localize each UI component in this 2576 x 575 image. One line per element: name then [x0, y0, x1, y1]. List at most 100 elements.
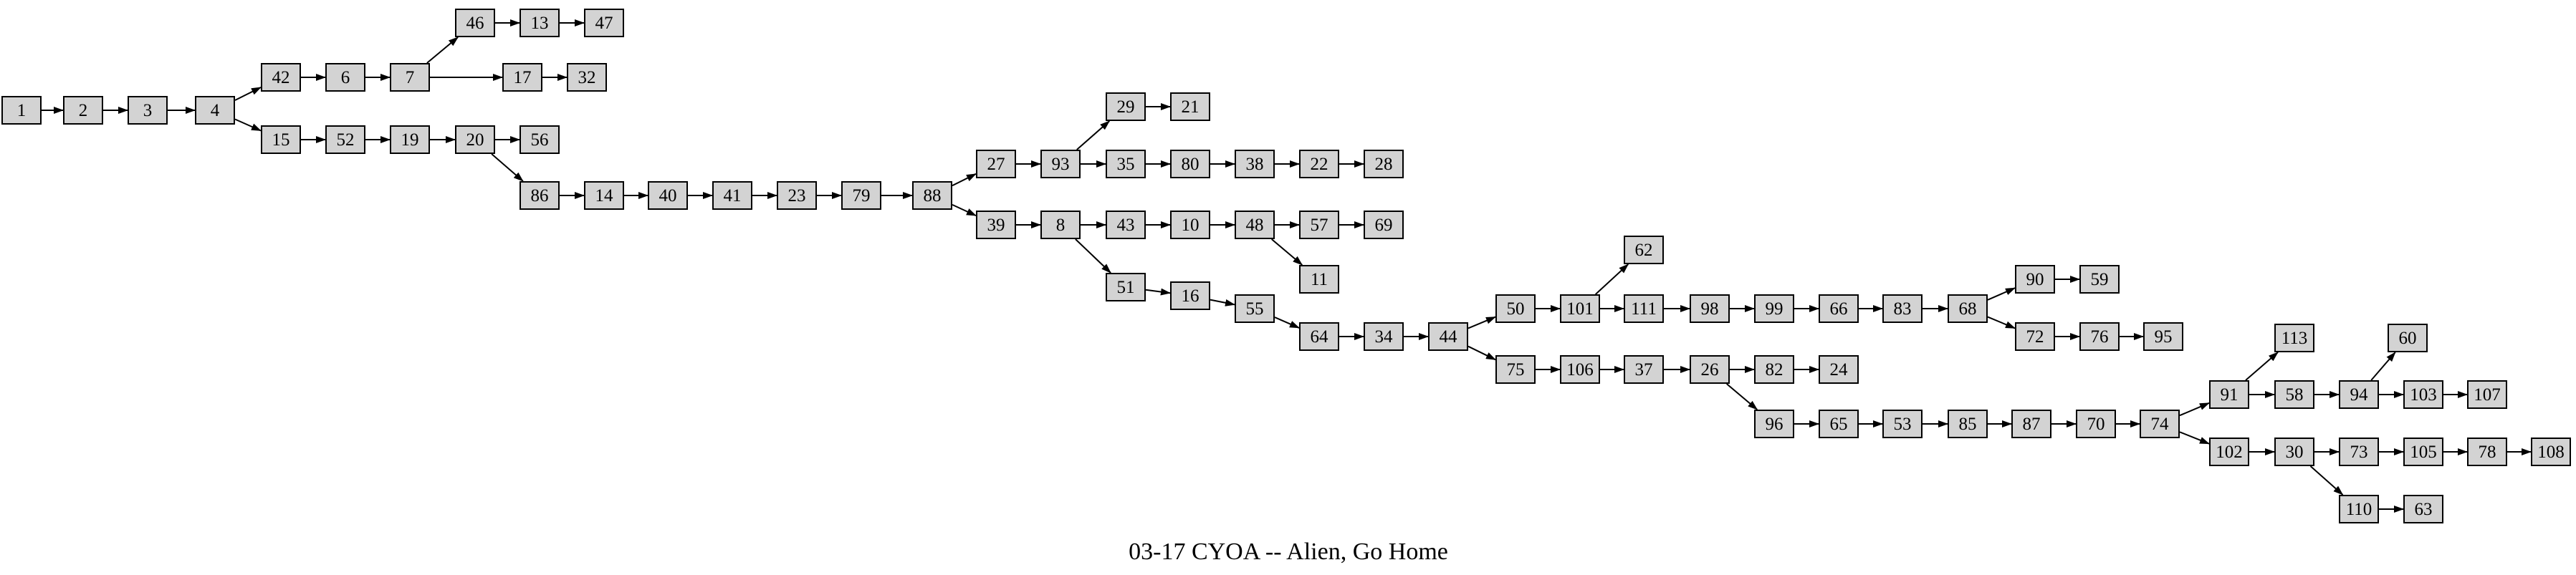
node-23: 23: [777, 181, 817, 210]
node-35: 35: [1106, 150, 1146, 178]
node-30: 30: [2274, 438, 2314, 466]
node-88: 88: [912, 181, 952, 210]
node-6: 6: [325, 63, 365, 92]
node-13: 13: [519, 9, 560, 37]
edge-48-11: [1271, 238, 1303, 266]
edge-55-64: [1274, 317, 1300, 329]
node-39: 39: [976, 211, 1016, 239]
edge-74-102: [2179, 431, 2210, 445]
node-94: 94: [2339, 380, 2379, 409]
node-85: 85: [1948, 410, 1988, 438]
node-74: 74: [2140, 410, 2180, 438]
node-4: 4: [195, 96, 235, 125]
edge-26-96: [1726, 383, 1758, 410]
edge-44-50: [1467, 316, 1496, 329]
node-106: 106: [1560, 355, 1600, 384]
node-8: 8: [1040, 211, 1081, 239]
node-11: 11: [1299, 265, 1339, 294]
node-19: 19: [390, 125, 430, 154]
node-53: 53: [1882, 410, 1923, 438]
node-15: 15: [261, 125, 301, 154]
node-17: 17: [502, 63, 542, 92]
node-101: 101: [1560, 294, 1600, 323]
edge-51-16: [1145, 288, 1171, 296]
edge-68-90: [1987, 287, 2016, 301]
node-37: 37: [1624, 355, 1664, 384]
node-90: 90: [2015, 265, 2055, 294]
node-60: 60: [2388, 324, 2428, 352]
edge-20-86: [491, 153, 524, 182]
node-98: 98: [1690, 294, 1730, 323]
node-32: 32: [567, 63, 607, 92]
node-16: 16: [1170, 281, 1210, 310]
edge-7-46: [426, 37, 459, 64]
node-20: 20: [455, 125, 495, 154]
node-3: 3: [128, 96, 168, 125]
node-10: 10: [1170, 211, 1210, 239]
node-113: 113: [2274, 324, 2314, 352]
node-22: 22: [1299, 150, 1339, 178]
node-75: 75: [1495, 355, 1536, 384]
node-47: 47: [584, 9, 624, 37]
node-21: 21: [1170, 92, 1210, 121]
node-68: 68: [1948, 294, 1988, 323]
node-42: 42: [261, 63, 301, 92]
edge-30-110: [2309, 465, 2344, 496]
node-29: 29: [1106, 92, 1146, 121]
node-96: 96: [1754, 410, 1794, 438]
edge-68-72: [1987, 316, 2016, 329]
node-14: 14: [584, 181, 624, 210]
edge-94-60: [2370, 352, 2396, 381]
node-55: 55: [1235, 294, 1275, 323]
node-111: 111: [1624, 294, 1664, 323]
node-65: 65: [1819, 410, 1859, 438]
node-56: 56: [519, 125, 560, 154]
node-48: 48: [1235, 211, 1275, 239]
node-1: 1: [1, 96, 42, 125]
node-28: 28: [1364, 150, 1404, 178]
node-95: 95: [2143, 322, 2183, 351]
node-69: 69: [1364, 211, 1404, 239]
node-87: 87: [2011, 410, 2051, 438]
node-50: 50: [1495, 294, 1536, 323]
node-70: 70: [2076, 410, 2116, 438]
node-40: 40: [648, 181, 688, 210]
node-80: 80: [1170, 150, 1210, 178]
edge-8-51: [1075, 238, 1111, 274]
edge-74-91: [2179, 402, 2210, 417]
edge-4-42: [234, 87, 262, 101]
node-102: 102: [2209, 438, 2249, 466]
node-64: 64: [1299, 322, 1339, 351]
node-52: 52: [325, 125, 365, 154]
edge-16-55: [1210, 299, 1235, 306]
node-72: 72: [2015, 322, 2055, 351]
node-62: 62: [1624, 236, 1664, 264]
node-99: 99: [1754, 294, 1794, 323]
node-57: 57: [1299, 211, 1339, 239]
node-7: 7: [390, 63, 430, 92]
node-103: 103: [2403, 380, 2443, 409]
node-51: 51: [1106, 273, 1146, 301]
graph-title: 03-17 CYOA -- Alien, Go Home: [1129, 538, 1448, 565]
node-108: 108: [2531, 438, 2571, 466]
edge-101-62: [1595, 264, 1629, 295]
node-107: 107: [2467, 380, 2507, 409]
node-78: 78: [2467, 438, 2507, 466]
node-34: 34: [1364, 322, 1404, 351]
node-86: 86: [519, 181, 560, 210]
node-76: 76: [2079, 322, 2120, 351]
edge-4-15: [234, 118, 262, 132]
node-46: 46: [455, 9, 495, 37]
node-79: 79: [841, 181, 881, 210]
node-105: 105: [2403, 438, 2443, 466]
node-2: 2: [63, 96, 103, 125]
node-82: 82: [1754, 355, 1794, 384]
node-66: 66: [1819, 294, 1859, 323]
edge-91-113: [2245, 352, 2279, 381]
node-91: 91: [2209, 380, 2249, 409]
node-83: 83: [1882, 294, 1923, 323]
edge-44-75: [1467, 345, 1496, 361]
node-58: 58: [2274, 380, 2314, 409]
